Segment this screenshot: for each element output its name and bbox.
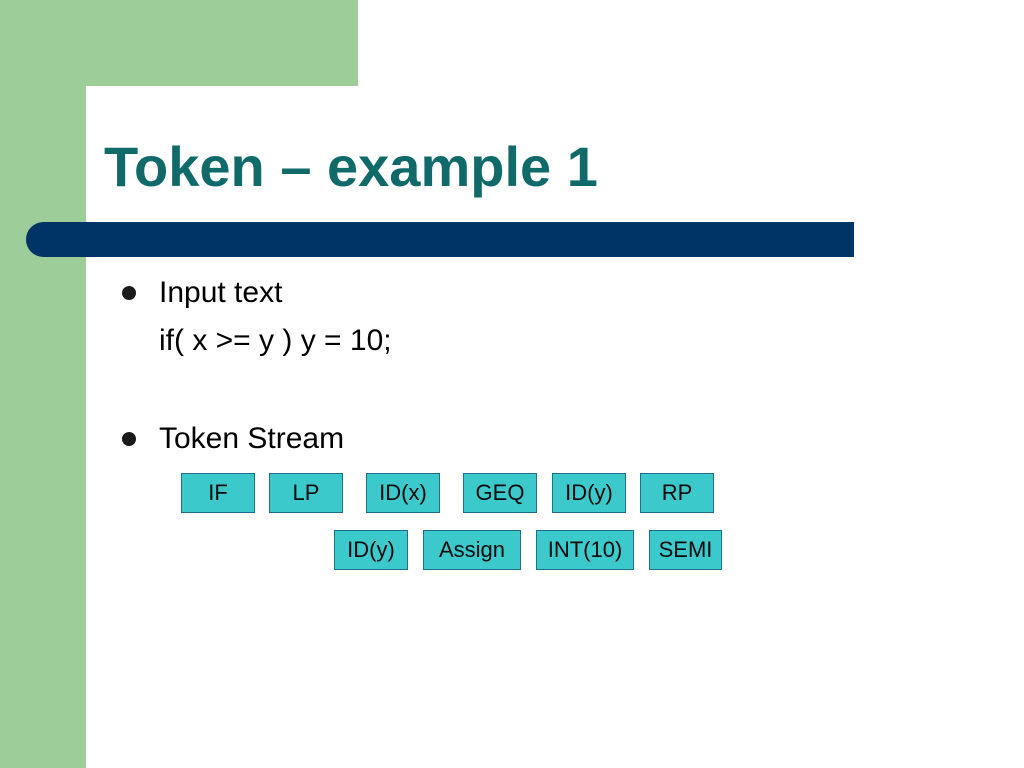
token-box: Assign [423,530,521,570]
token-box: ID(x) [366,473,440,513]
input-code-line: if( x >= y ) y = 10; [159,324,392,357]
token-box: ID(y) [552,473,626,513]
top-green-band [0,0,358,86]
bullet-label-input-text: Input text [159,276,283,309]
bullet-icon [122,432,136,446]
token-box: SEMI [649,530,722,570]
token-box: IF [181,473,255,513]
bullet-icon [122,286,136,300]
content-panel [86,86,1024,768]
token-box: ID(y) [334,530,408,570]
left-green-band [0,0,86,768]
slide-title: Token – example 1 [104,135,598,198]
token-box: INT(10) [536,530,634,570]
token-box: LP [269,473,343,513]
bullet-label-token-stream: Token Stream [159,422,345,455]
token-box: RP [640,473,714,513]
title-underline-bar [26,222,854,257]
token-box: GEQ [463,473,537,513]
